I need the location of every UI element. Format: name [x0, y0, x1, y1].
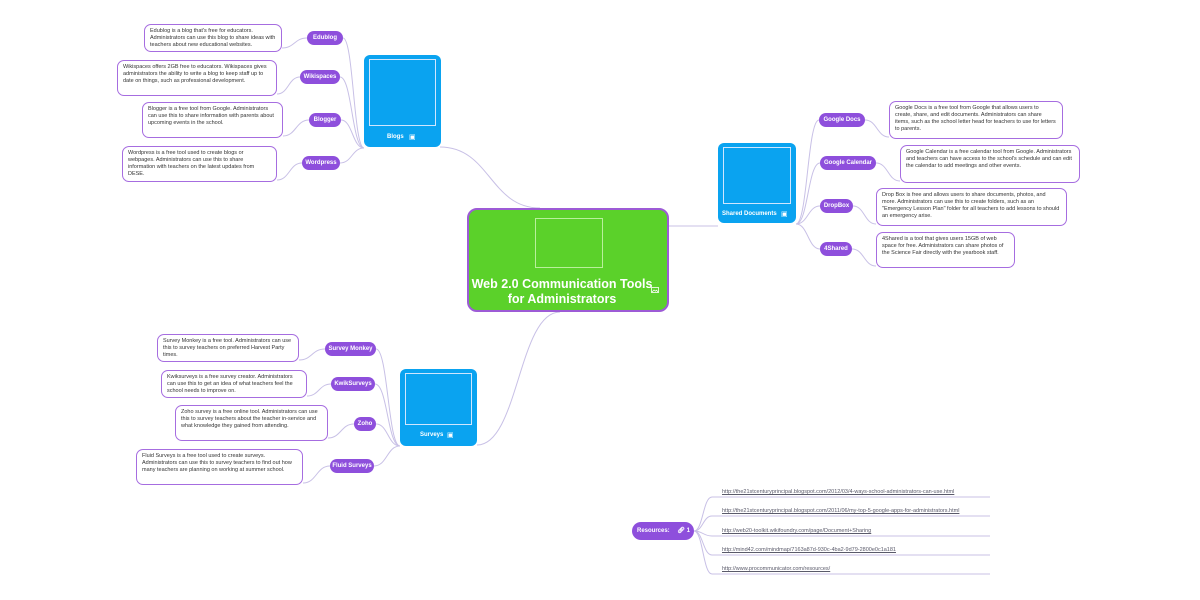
note-zoho: Zoho survey is a free online tool. Admin… — [175, 405, 328, 441]
subtopic-zoho[interactable]: Zoho — [354, 417, 376, 431]
connector-blogs-sub — [340, 119, 365, 149]
image-icon: ▣ — [409, 134, 416, 141]
connector-root-surveys — [476, 311, 561, 446]
connector-shared-sub — [795, 205, 821, 225]
resource-link-2[interactable]: http://the21stcenturyprincipal.blogspot.… — [722, 508, 960, 514]
note-survey-monkey: Survey Monkey is a free tool. Administra… — [157, 334, 299, 362]
connector-resource-link — [693, 515, 713, 532]
subtopic-google-calendar[interactable]: Google Calendar — [820, 156, 876, 170]
note-google-calendar: Google Calendar is a free calendar tool … — [900, 145, 1080, 183]
connector-resource-link — [693, 496, 713, 532]
resource-link-5[interactable]: http://www.procommunicator.com/resources… — [722, 566, 831, 572]
subtopic-blogger[interactable]: Blogger — [309, 113, 341, 127]
root-topic[interactable]: Web 2.0 Communication Tools for Administ… — [467, 208, 669, 312]
image-icon — [651, 287, 659, 293]
connector-surveys-sub — [375, 348, 401, 447]
note-blogger: Blogger is a free tool from Google. Admi… — [142, 102, 283, 138]
connector-surveys-sub — [373, 445, 401, 467]
connector-root-blogs — [439, 146, 541, 209]
blogs-label: Blogs — [387, 134, 404, 140]
connector-note — [276, 162, 303, 181]
connector-note — [864, 119, 890, 138]
subtopic-kwiksurveys[interactable]: KwikSurveys — [331, 377, 375, 391]
link-icon: 🔗︎ — [677, 528, 685, 534]
note-edublog: Edublog is a blog that's free for educat… — [144, 24, 282, 52]
connector-shared-sub — [795, 223, 821, 250]
connector-note — [327, 423, 355, 439]
note-4shared: 4Shared is a tool that gives users 15GB … — [876, 232, 1015, 268]
note-dropbox: Drop Box is free and allows users to sha… — [876, 188, 1067, 226]
resource-link-4[interactable]: http://mind42.com/mindmap/7163a87d-930c-… — [722, 547, 896, 553]
subtopic-fluid-surveys[interactable]: Fluid Surveys — [330, 459, 374, 473]
connector-blogs-sub — [342, 37, 365, 149]
subtopic-wikispaces[interactable]: Wikispaces — [300, 70, 340, 84]
blogs-image-placeholder — [369, 59, 436, 126]
shared-documents-label: Shared Documents — [722, 211, 777, 217]
subtopic-wordpress[interactable]: Wordpress — [302, 156, 340, 170]
connector-note — [302, 465, 331, 484]
connector-blogs-sub — [339, 76, 365, 149]
surveys-image-placeholder — [405, 373, 472, 425]
connector-note — [852, 205, 877, 225]
subtopic-google-docs[interactable]: Google Docs — [819, 113, 865, 127]
note-google-docs: Google Docs is a free tool from Google t… — [889, 101, 1063, 139]
surveys-topic[interactable]: Surveys ▣ — [400, 369, 477, 446]
connector-note — [851, 248, 877, 267]
connector-surveys-sub — [374, 383, 401, 447]
resource-link-1[interactable]: http://the21stcenturyprincipal.blogspot.… — [722, 489, 955, 495]
connector-surveys-sub — [375, 423, 401, 447]
connector-blogs-sub — [339, 147, 365, 164]
image-icon: ▣ — [781, 211, 788, 218]
subtopic-edublog[interactable]: Edublog — [307, 31, 343, 45]
root-image-placeholder — [535, 218, 603, 268]
connector-note — [298, 348, 326, 361]
note-fluid-surveys: Fluid Surveys is a free tool used to cre… — [136, 449, 303, 485]
shared-image-placeholder — [723, 147, 791, 204]
connector-note — [282, 119, 310, 137]
resource-link-3[interactable]: http://web20-toolkit.wikifoundry.com/pag… — [722, 528, 872, 534]
shared-documents-topic[interactable]: Shared Documents ▣ — [718, 143, 796, 223]
connector-note — [875, 162, 901, 182]
subtopic-survey-monkey[interactable]: Survey Monkey — [325, 342, 376, 356]
note-wordpress: Wordpress is a free tool used to create … — [122, 146, 277, 182]
connector-note — [276, 76, 301, 95]
note-wikispaces: Wikispaces offers 2GB free to educators.… — [117, 60, 277, 96]
surveys-label: Surveys — [420, 432, 444, 438]
note-kwiksurveys: Kwiksurveys is a free survey creator. Ad… — [161, 370, 307, 398]
blogs-topic[interactable]: Blogs ▣ — [364, 55, 441, 147]
connector-note — [281, 37, 308, 49]
root-title-line1: Web 2.0 Communication Tools — [471, 277, 653, 291]
resources-link-count: 1 — [686, 528, 690, 534]
connector-note — [306, 383, 332, 397]
resources-label: Resources: — [637, 528, 670, 534]
image-icon: ▣ — [447, 432, 454, 439]
subtopic-dropbox[interactable]: DropBox — [820, 199, 853, 213]
resources-topic[interactable]: Resources: 🔗︎ 1 — [632, 522, 694, 540]
subtopic-4shared[interactable]: 4Shared — [820, 242, 852, 256]
connector-resource-link — [693, 530, 713, 575]
root-title: Web 2.0 Communication Tools for Administ… — [469, 277, 655, 307]
connector-shared-sub — [795, 119, 820, 225]
connector-shared-sub — [795, 162, 821, 225]
root-title-line2: for Administrators — [507, 292, 617, 306]
